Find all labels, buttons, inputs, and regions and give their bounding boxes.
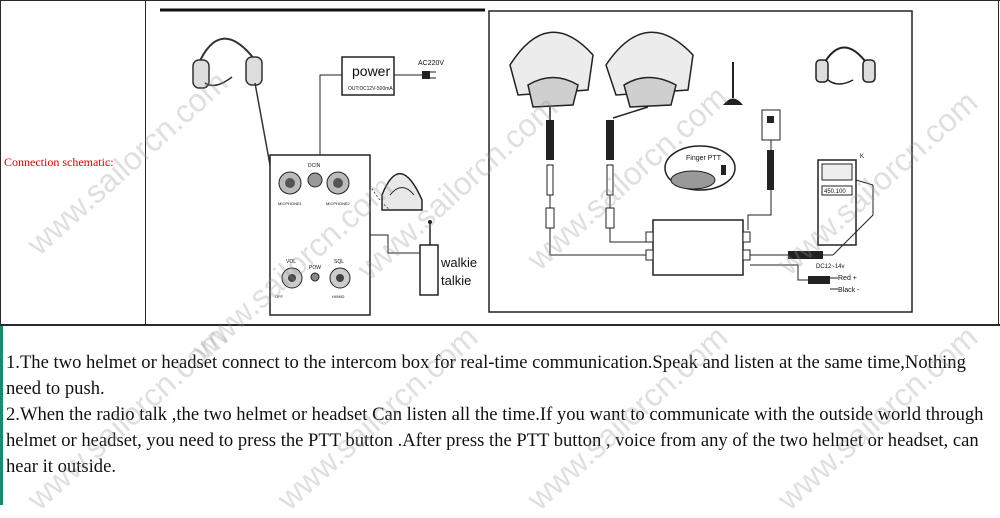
helmet-icon <box>369 173 423 211</box>
power-supply: power OUT:DC12V-500mA AC220V <box>319 56 444 155</box>
walkie-talkie-icon: walkie talkie <box>370 220 477 296</box>
antenna-icon <box>723 62 743 105</box>
note-1: 1.The two helmet or headset connect to t… <box>6 352 966 399</box>
radio-k-label: K <box>860 154 864 160</box>
ac-plug-label: AC220V <box>418 60 444 67</box>
ptt-cord <box>747 109 781 230</box>
usage-notes: 1.The two helmet or headset connect to t… <box>6 350 1000 480</box>
intercom-junction-box <box>645 219 833 281</box>
schematic-table: Connection schematic: power OUT:DC12V-50… <box>0 0 1000 505</box>
radio-display: 450.100 <box>824 189 846 195</box>
red-lead-label: Red + <box>838 275 857 282</box>
left-wiring-diagram: power OUT:DC12V-500mA AC220V DCIN MICPHO… <box>160 8 485 316</box>
black-lead-label: Black - <box>838 287 860 294</box>
finger-ptt-icon: Finger PTT <box>664 145 736 191</box>
connection-schematic-label: Connection schematic: <box>4 155 114 169</box>
intercom-box: DCIN MICPHONE1 MICPHONE2 VOL POW SQL OFF… <box>269 154 371 316</box>
radio-icon: 450.100 K <box>817 154 874 256</box>
helmet-2-icon <box>605 31 694 119</box>
dcin-label: DCIN <box>308 163 321 169</box>
mic1-label: MICPHONE1 <box>278 201 303 206</box>
off-label: OFF <box>275 294 284 299</box>
headset-icon <box>192 37 280 166</box>
power-box-label: power <box>352 63 390 79</box>
walkie-label: walkie <box>440 255 477 270</box>
finger-ptt-label: Finger PTT <box>686 155 722 162</box>
power-spec-label: OUT:DC12V-500mA <box>348 86 393 92</box>
right-wiring-diagram: Finger PTT <box>488 10 913 313</box>
headset-right-icon <box>815 46 876 85</box>
pow-label: POW <box>309 265 321 271</box>
table-left-border <box>0 0 1 325</box>
dc-voltage-label: DC12~14v <box>816 264 845 270</box>
table-top-border <box>0 0 1000 1</box>
table-right-border <box>998 0 999 325</box>
note-2: 2.When the radio talk ,the two helmet or… <box>6 404 984 477</box>
coiled-cord-2 <box>605 120 653 243</box>
accent-bar <box>0 326 3 505</box>
coiled-cord-1 <box>545 120 653 256</box>
row-divider <box>0 324 1000 326</box>
power-leads: DC12~14v Red + Black - <box>808 264 860 294</box>
hi-mid-label: HI/MID <box>332 294 345 299</box>
helmet-1-icon <box>509 31 594 120</box>
talkie-label: talkie <box>441 273 471 288</box>
vol-label: VOL <box>286 259 296 265</box>
sql-label: SQL <box>334 259 344 265</box>
mic2-label: MICPHONE2 <box>326 201 351 206</box>
column-divider <box>145 0 146 325</box>
